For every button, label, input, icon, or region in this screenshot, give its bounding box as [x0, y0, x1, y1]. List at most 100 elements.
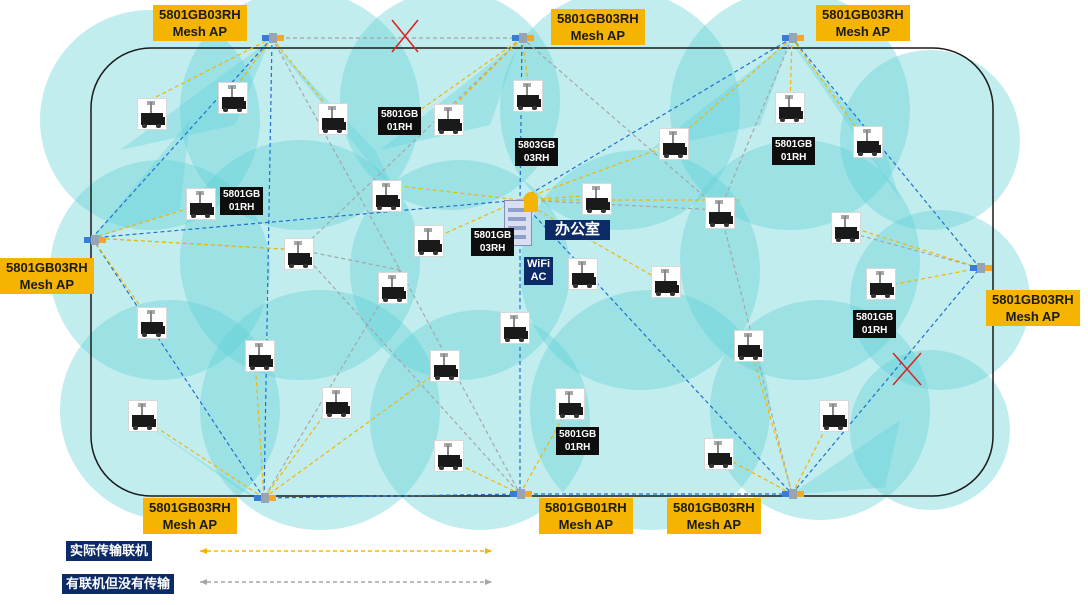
backhaul-link: [519, 37, 793, 201]
actual-link: [521, 37, 531, 96]
mesh-truck-icon: [378, 272, 408, 304]
mesh-truck-icon: [775, 92, 805, 124]
mesh-ap-icon: [254, 490, 276, 506]
mesh-truck-icon: [322, 387, 352, 419]
actual-link: [149, 37, 273, 101]
mesh-truck-icon: [430, 350, 460, 382]
backhaul-link: [263, 493, 521, 499]
actual-link: [519, 199, 661, 281]
mesh-truck-icon: [819, 400, 849, 432]
mesh-truck-icon: [137, 307, 167, 339]
mesh-truck-icon: [734, 330, 764, 362]
mesh-truck-icon: [831, 212, 861, 244]
mesh-ap-icon: [782, 486, 804, 502]
coverage-area: [790, 40, 900, 200]
mesh-truck-icon: [705, 197, 735, 229]
mesh-truck-icon: [137, 98, 167, 130]
legend-actual-link-label: 实际传输联机: [66, 541, 153, 561]
actual-link: [271, 37, 331, 111]
coverage-area: [650, 40, 790, 150]
mesh-ap-icon: [512, 30, 534, 46]
idle-link: [521, 37, 721, 211]
mesh-truck-icon: [568, 258, 598, 290]
idle-link: [719, 37, 793, 211]
links-layer: [91, 37, 981, 499]
idle-link: [839, 229, 981, 269]
disconnected-cross-top: [391, 19, 419, 53]
mesh-truck-icon: [284, 238, 314, 270]
mesh-ap-icon: [510, 486, 532, 502]
disconnected-cross-right: [892, 352, 922, 386]
office-label: 办公室: [545, 220, 611, 240]
mesh-truck-icon: [318, 103, 348, 135]
mesh-truck-icon: [582, 183, 612, 215]
mesh-truck-icon: [651, 266, 681, 298]
mesh-truck-icon: [186, 188, 216, 220]
legend-arrows: [200, 548, 492, 585]
coverage-area: [90, 120, 190, 240]
mesh-truck-icon: [555, 388, 585, 420]
mesh-truck-icon: [500, 312, 530, 344]
backhaul-link: [91, 237, 265, 499]
coverage-area: [500, 0, 740, 230]
actual-link: [519, 144, 671, 201]
actual-link: [669, 37, 793, 146]
coverage-area: [140, 420, 260, 500]
mesh-ap-icon: [84, 232, 106, 248]
idle-link: [299, 37, 523, 251]
mesh-truck-icon: [513, 80, 543, 112]
coverage-area: [850, 350, 1010, 510]
mesh-ap-icon: [262, 30, 284, 46]
mesh-truck-icon: [372, 180, 402, 212]
mesh-truck-icon: [414, 225, 444, 257]
backhaul-link: [519, 37, 523, 201]
actual-link: [91, 204, 201, 239]
idle-link: [271, 37, 401, 271]
actual-link: [749, 344, 793, 495]
mesh-ap-icon: [970, 260, 992, 276]
idle-link: [519, 199, 721, 211]
mesh-truck-icon: [245, 340, 275, 372]
mesh-truck-icon: [704, 438, 734, 470]
coverage-areas: [40, 0, 1030, 530]
mesh-truck-icon: [866, 268, 896, 300]
mesh-truck-icon: [128, 400, 158, 432]
mesh-truck-icon: [434, 104, 464, 136]
backhaul-link: [791, 37, 981, 269]
mesh-truck-icon: [218, 82, 248, 114]
idle-link: [263, 269, 401, 499]
backhaul-link: [91, 37, 273, 239]
mesh-truck-icon: [434, 440, 464, 472]
coverage-area: [420, 420, 520, 495]
coverage-area: [790, 420, 900, 495]
actual-link: [449, 37, 523, 111]
mesh-truck-icon: [853, 126, 883, 158]
backhaul-link: [91, 199, 521, 239]
coverage-area: [60, 300, 280, 520]
idle-link: [399, 269, 521, 495]
actual-link: [254, 359, 265, 499]
actual-link: [889, 267, 981, 286]
coverage-area: [520, 150, 760, 390]
mesh-truck-icon: [659, 128, 689, 160]
coverage-area: [530, 290, 770, 530]
actual-link: [144, 419, 265, 499]
actual-link: [389, 184, 521, 201]
